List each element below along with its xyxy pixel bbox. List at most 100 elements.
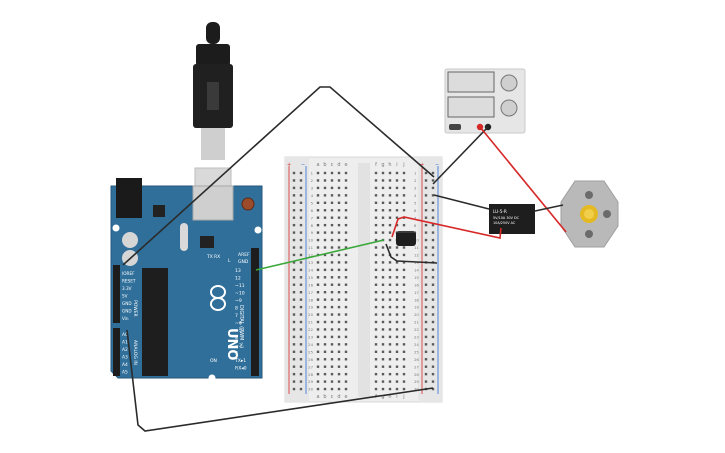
breadboard-hole[interactable] (395, 328, 399, 331)
rail-hole[interactable] (431, 253, 435, 257)
breadboard-hole[interactable] (337, 350, 341, 353)
breadboard-hole[interactable] (344, 320, 348, 324)
breadboard-hole[interactable] (337, 268, 341, 272)
transistor[interactable] (396, 231, 416, 246)
breadboard-hole[interactable] (344, 276, 348, 279)
breadboard-hole[interactable] (402, 291, 406, 294)
breadboard-hole[interactable] (395, 201, 399, 204)
rail-hole[interactable] (299, 171, 303, 175)
rail-hole[interactable] (431, 209, 435, 212)
breadboard-hole[interactable] (323, 231, 327, 234)
breadboard-hole[interactable] (381, 365, 385, 368)
rail-hole[interactable] (292, 305, 296, 309)
breadboard-hole[interactable] (344, 298, 348, 301)
breadboard-hole[interactable] (337, 186, 341, 190)
breadboard-hole[interactable] (402, 372, 406, 376)
rail-hole[interactable] (431, 313, 435, 316)
rail-hole[interactable] (292, 246, 296, 249)
breadboard-hole[interactable] (316, 261, 320, 264)
breadboard-hole[interactable] (374, 298, 378, 301)
breadboard-hole[interactable] (395, 171, 399, 175)
breadboard-hole[interactable] (374, 291, 378, 294)
breadboard-hole[interactable] (344, 372, 348, 376)
breadboard-hole[interactable] (316, 194, 320, 197)
breadboard-hole[interactable] (402, 246, 406, 249)
rail-hole[interactable] (292, 276, 296, 279)
breadboard-hole[interactable] (381, 246, 385, 249)
breadboard-hole[interactable] (323, 335, 327, 339)
breadboard-hole[interactable] (381, 328, 385, 331)
breadboard-hole[interactable] (316, 372, 320, 376)
breadboard-hole[interactable] (374, 350, 378, 353)
breadboard-hole[interactable] (381, 283, 385, 286)
rail-hole[interactable] (292, 186, 296, 190)
breadboard-hole[interactable] (381, 216, 385, 219)
rail-hole[interactable] (431, 246, 435, 249)
breadboard-hole[interactable] (402, 276, 406, 279)
breadboard-hole[interactable] (330, 343, 334, 346)
breadboard-hole[interactable] (337, 223, 341, 227)
breadboard-hole[interactable] (374, 387, 378, 391)
wire-black-top-loop[interactable] (122, 86, 435, 266)
breadboard-hole[interactable] (316, 350, 320, 353)
breadboard-hole[interactable] (316, 380, 320, 383)
wire-black-bottom-loop[interactable] (126, 329, 434, 432)
breadboard-hole[interactable] (337, 313, 341, 316)
breadboard-hole[interactable] (388, 246, 392, 249)
breadboard-hole[interactable] (381, 320, 385, 324)
breadboard-hole[interactable] (374, 253, 378, 257)
breadboard-hole[interactable] (388, 238, 392, 242)
breadboard-hole[interactable] (323, 223, 327, 227)
rail-hole[interactable] (292, 268, 296, 272)
rail-hole[interactable] (424, 238, 428, 242)
breadboard-hole[interactable] (395, 209, 399, 212)
rail-hole[interactable] (424, 350, 428, 353)
breadboard-hole[interactable] (316, 313, 320, 316)
breadboard-hole[interactable] (344, 238, 348, 242)
breadboard-hole[interactable] (388, 223, 392, 227)
breadboard-hole[interactable] (323, 313, 327, 316)
breadboard-hole[interactable] (381, 291, 385, 294)
breadboard-hole[interactable] (388, 268, 392, 272)
rail-hole[interactable] (292, 283, 296, 286)
rail-hole[interactable] (431, 298, 435, 301)
rail-hole[interactable] (431, 231, 435, 234)
breadboard-hole[interactable] (337, 276, 341, 279)
breadboard-hole[interactable] (388, 350, 392, 353)
breadboard-hole[interactable] (374, 186, 378, 190)
rail-hole[interactable] (431, 305, 435, 309)
breadboard-hole[interactable] (381, 261, 385, 264)
breadboard-hole[interactable] (323, 179, 327, 182)
breadboard-hole[interactable] (381, 298, 385, 301)
breadboard-hole[interactable] (374, 380, 378, 383)
rail-hole[interactable] (424, 372, 428, 376)
breadboard-hole[interactable] (395, 365, 399, 368)
breadboard-hole[interactable] (381, 209, 385, 212)
rail-hole[interactable] (299, 343, 303, 346)
breadboard-hole[interactable] (344, 246, 348, 249)
breadboard-hole[interactable] (381, 201, 385, 204)
rail-hole[interactable] (431, 291, 435, 294)
breadboard-hole[interactable] (374, 365, 378, 368)
rail-hole[interactable] (299, 216, 303, 219)
breadboard-hole[interactable] (330, 320, 334, 324)
breadboard-hole[interactable] (330, 328, 334, 331)
breadboard-hole[interactable] (344, 350, 348, 353)
rail-hole[interactable] (431, 335, 435, 339)
breadboard-hole[interactable] (337, 358, 341, 361)
rail-hole[interactable] (299, 223, 303, 227)
rail-hole[interactable] (431, 380, 435, 383)
arduino-uno-board[interactable]: UNO DIGITAL (PWM ~) POWER ANALOG IN AREF… (110, 178, 263, 382)
breadboard-hole[interactable] (381, 372, 385, 376)
breadboard-hole[interactable] (374, 231, 378, 234)
breadboard-hole[interactable] (323, 253, 327, 257)
breadboard-hole[interactable] (381, 179, 385, 182)
breadboard-hole[interactable] (316, 291, 320, 294)
breadboard-hole[interactable] (330, 365, 334, 368)
breadboard-hole[interactable] (316, 276, 320, 279)
breadboard-hole[interactable] (374, 372, 378, 376)
breadboard-hole[interactable] (381, 305, 385, 309)
breadboard-hole[interactable] (402, 343, 406, 346)
breadboard-hole[interactable] (388, 261, 392, 264)
